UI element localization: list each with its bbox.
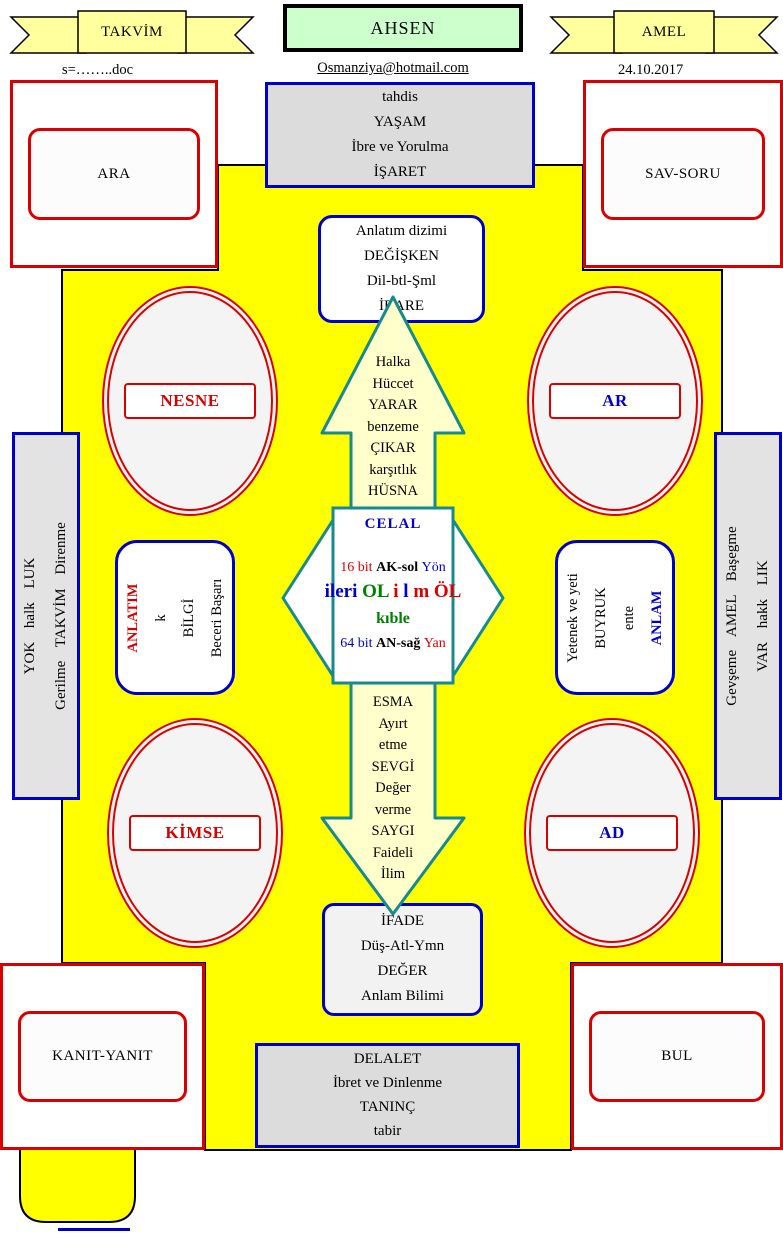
ribbon-left-label: TAKVİM [101,23,163,40]
ar-ellipse-inner: AR [532,291,698,511]
kimse-label: KİMSE [128,815,262,851]
doc-label: s=……..doc [62,62,134,78]
ribbon-left-tail-l [9,16,87,54]
sav-soru-box: SAV-SORU [583,80,783,268]
nesne-label: NESNE [123,383,257,419]
bottom-tab [19,1147,136,1223]
ribbon-right-tail-r [705,16,779,54]
ribbon-left-tail-r [177,16,255,54]
bul-label: BUL [589,1011,765,1102]
center-line-4: 64 bit AN-sağ Yan [340,636,446,651]
ad-label: AD [545,815,679,851]
center-line-2: ileri OL i l m ÖL [324,581,462,602]
ribbon-right-label: AMEL [641,23,687,40]
kimse-ellipse-inner: KİMSE [112,723,278,943]
ribbon-right-center [613,10,715,54]
kanit-yanit-label: KANIT-YANIT [18,1011,187,1102]
kanit-yanit-box: KANIT-YANIT [0,963,205,1150]
ribbon-right-tail-l [549,16,623,54]
ara-label: ARA [28,128,200,220]
nesne-ellipse-inner: NESNE [107,291,273,511]
celal-label: CELAL [364,516,422,532]
ara-box: ARA [10,80,218,268]
ribbon-left-center [77,10,187,54]
page-title: AHSEN [370,17,436,38]
bul-box: BUL [571,963,783,1150]
center-line-3: kıble [376,610,410,627]
sav-soru-label: SAV-SORU [601,128,765,220]
title-box: AHSEN [283,4,523,52]
center-line-1: 16 bit AK-sol Yön [340,560,446,575]
ad-ellipse: AD [524,718,700,948]
bottom-blue-line [58,1228,130,1231]
ar-label: AR [548,383,682,419]
ar-ellipse: AR [527,286,703,516]
kimse-ellipse: KİMSE [107,718,283,948]
date-label: 24.10.2017 [618,62,684,78]
nesne-ellipse: NESNE [102,286,278,516]
ribbon-right-shape [549,10,779,54]
ad-ellipse-inner: AD [529,723,695,943]
email-link[interactable]: Osmanziya@hotmail.com [317,60,469,76]
ribbon-left-shape [9,10,255,54]
